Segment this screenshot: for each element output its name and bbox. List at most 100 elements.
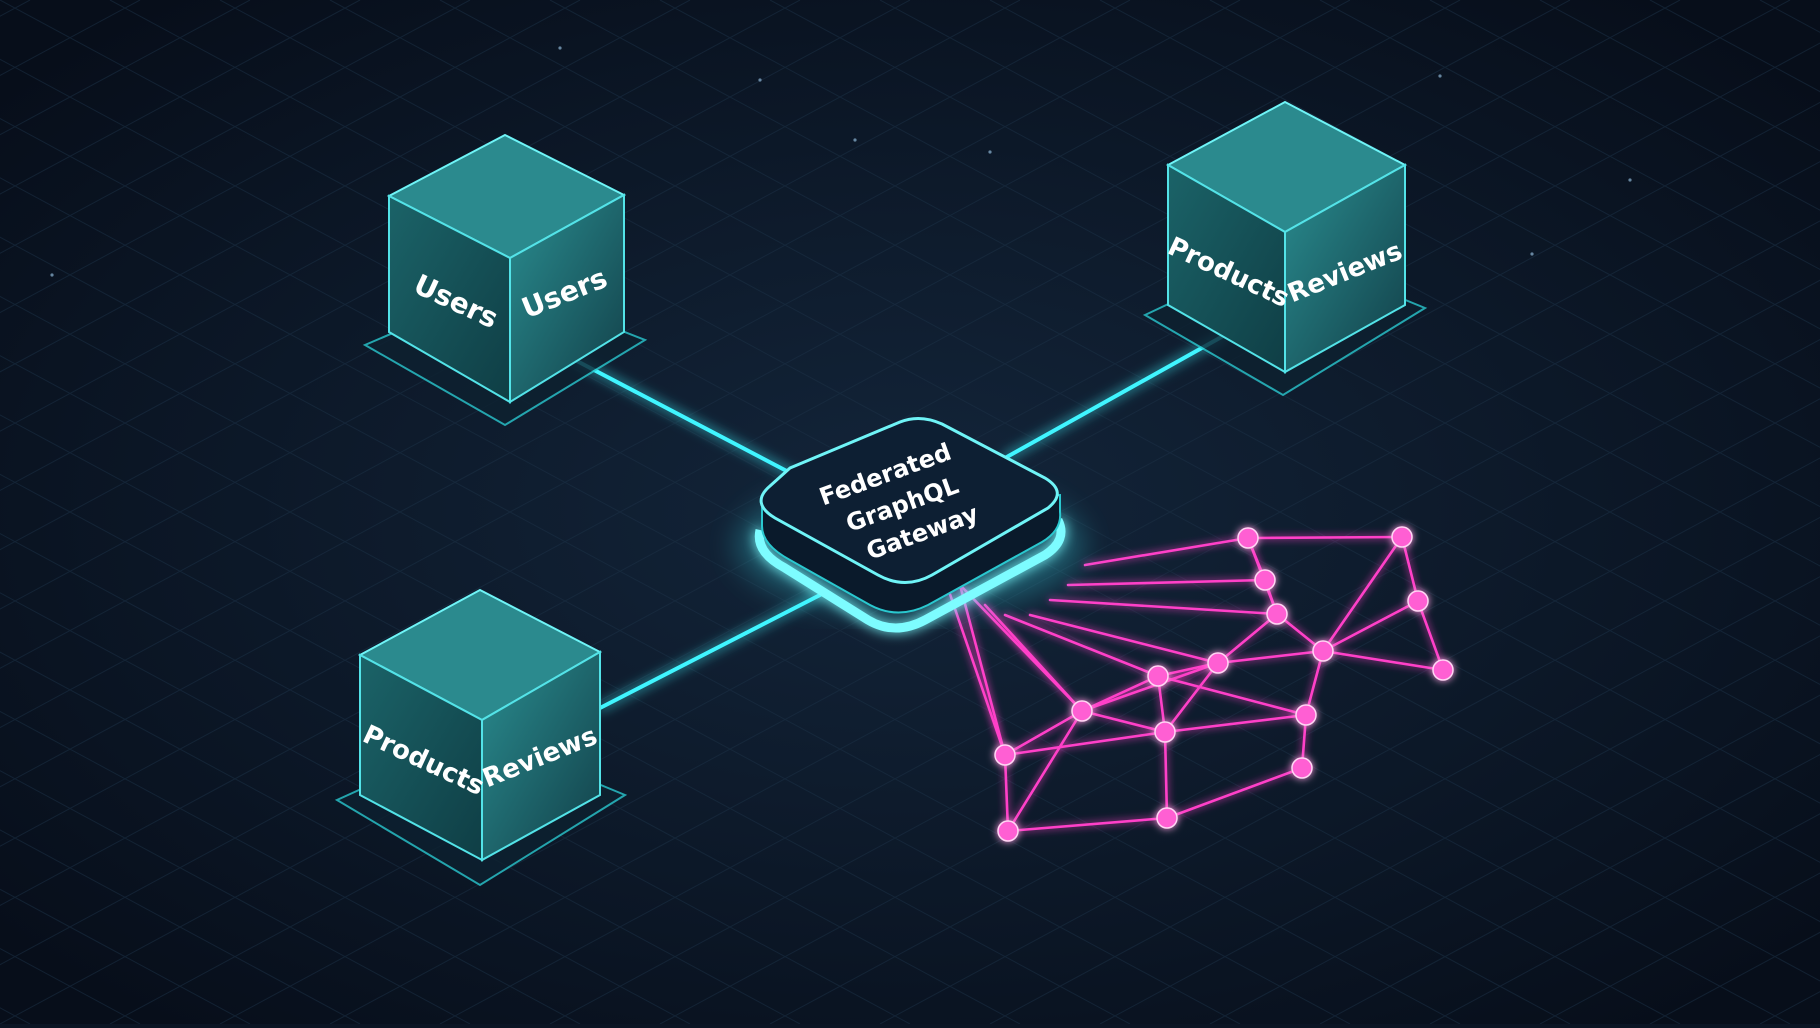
mesh-node [1147, 665, 1169, 687]
mesh-edge [1246, 535, 1404, 540]
mesh-edge [1003, 709, 1084, 757]
mesh-node [1156, 807, 1178, 829]
mesh-node [997, 820, 1019, 842]
mesh-edge [1006, 816, 1169, 833]
mesh-edge [1163, 661, 1220, 734]
mesh-node [1291, 757, 1313, 779]
grid-line [659, 398, 1820, 1025]
mesh-edge [1028, 613, 1220, 665]
mesh-node [1154, 721, 1176, 743]
grid-line [0, 770, 471, 1025]
mesh-edge [1066, 578, 1267, 587]
mesh-node [1266, 603, 1288, 625]
connection-gateway-products-reviews-bottom [598, 593, 822, 710]
grid-line [0, 0, 691, 373]
star [1530, 252, 1534, 256]
grid-line [0, 0, 471, 254]
mesh-edge [1321, 649, 1445, 672]
grid-line [219, 161, 1820, 1025]
gateway-top-face [759, 417, 1059, 584]
federated-gateway[interactable]: Federated GraphQL Gateway [735, 417, 1085, 633]
grid-line [0, 0, 1351, 729]
cube-right-face [509, 193, 625, 404]
grid-line [0, 651, 691, 1025]
grid-line [1209, 0, 1820, 330]
mesh-node [1207, 652, 1229, 674]
mesh-node [1071, 700, 1093, 722]
grid-line [0, 0, 1021, 551]
mesh-edge [1003, 730, 1167, 757]
grid-line [769, 457, 1820, 1025]
gateway-glow-ring [754, 517, 1066, 633]
mesh-node [1254, 569, 1276, 591]
grid-line [0, 0, 911, 492]
mesh-edge [1080, 709, 1167, 734]
magenta-mesh-nodes [994, 526, 1454, 842]
mesh-node [1432, 659, 1454, 681]
star [988, 150, 992, 154]
grid-line [1099, 0, 1820, 389]
service-cube-users[interactable]: Users Users [362, 133, 648, 427]
grid-line [329, 220, 1820, 1025]
mesh-edge [958, 583, 1007, 757]
grid-line [0, 0, 1131, 610]
star [758, 78, 762, 82]
grid-line [549, 338, 1820, 1025]
mesh-edge [1321, 535, 1404, 653]
grid-line [1319, 753, 1820, 1025]
background-stars [50, 46, 1632, 277]
mesh-edge [1165, 766, 1304, 820]
connection-users-gateway [573, 358, 802, 480]
service-cube-products-reviews-bottom[interactable]: Products Reviews [334, 588, 628, 887]
mesh-node [1295, 704, 1317, 726]
grid-line [1099, 635, 1820, 1025]
grid-line [0, 0, 581, 314]
connection-gateway-products-reviews-top [1003, 333, 1227, 460]
star [853, 138, 857, 142]
star [1438, 74, 1442, 78]
mesh-edge [1156, 674, 1308, 717]
magenta-mesh-edges [938, 535, 1445, 833]
cube-right-face [1284, 163, 1406, 374]
star [1628, 178, 1632, 182]
service-cube-products-reviews-top[interactable]: Products Reviews [1142, 100, 1428, 397]
mesh-node [1237, 527, 1259, 549]
mesh-edge [1216, 612, 1279, 665]
grid-line [1429, 813, 1820, 1025]
grid-line [1209, 694, 1820, 1025]
grid-line [0, 0, 1241, 669]
mesh-edge [1080, 661, 1220, 713]
grid-line [0, 0, 361, 195]
mesh-node [1312, 640, 1334, 662]
cube-right-face [481, 650, 601, 862]
grid-line [439, 279, 1820, 1025]
mesh-edge [1163, 713, 1308, 734]
mesh-edge [1321, 599, 1420, 653]
star [558, 46, 562, 50]
grid-line [0, 829, 361, 1025]
mesh-edge [1416, 599, 1445, 672]
mesh-edge [1083, 536, 1250, 567]
mesh-edge [1400, 535, 1420, 603]
grid-line [879, 516, 1820, 1025]
mesh-edge [1048, 598, 1279, 616]
mesh-edge [1304, 649, 1325, 717]
grid-line [0, 532, 911, 1025]
mesh-edge [983, 603, 1084, 713]
mesh-edge [1006, 709, 1084, 833]
mesh-node [1391, 526, 1413, 548]
grid-line [1319, 0, 1820, 271]
mesh-node [1407, 590, 1429, 612]
cyan-connections [573, 333, 1227, 710]
grid-line [989, 576, 1820, 1025]
mesh-edge [1080, 674, 1160, 713]
grid-line [1429, 0, 1820, 211]
grid-line [0, 0, 1461, 788]
mesh-edge [1163, 730, 1169, 820]
mesh-node [994, 744, 1016, 766]
mesh-edge [1216, 649, 1325, 665]
mesh-edge [1003, 753, 1010, 833]
star [50, 273, 54, 277]
